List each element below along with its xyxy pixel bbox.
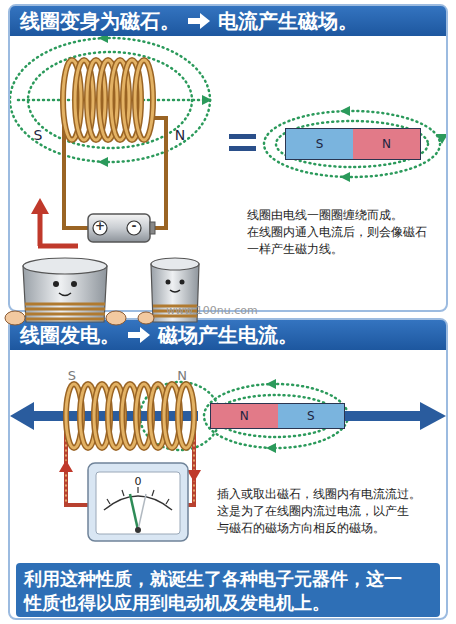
pole-letter: N: [353, 129, 420, 159]
meter-pivot: [135, 527, 141, 533]
field-line: [140, 382, 220, 450]
battery-terminal: [150, 222, 155, 234]
meter-needle: [130, 494, 138, 530]
field-arrow: [340, 106, 350, 116]
pole-label: S: [28, 127, 48, 143]
panel-text: 线圈由电线一圈圈缠绕而成。 在线圈内通入电流后，则会像磁石 一样产生磁力线。: [247, 207, 442, 258]
field-arrow: [340, 172, 350, 182]
current-arrow-head: [59, 460, 73, 472]
header-arrow-shape: [128, 327, 150, 343]
field-arrow: [202, 95, 212, 105]
meter-needle-trace: [138, 494, 146, 530]
coil: [66, 384, 194, 448]
panel-text: 插入或取出磁石，线圈内有电流流过。 这是为了在线圈内流过电流，以产生 与磁石的磁…: [217, 486, 439, 537]
mascot-mouth: [170, 290, 180, 292]
header-arrow: [186, 12, 212, 30]
motion-arrow-head: [10, 402, 34, 430]
mascot-eye: [166, 280, 171, 285]
pole-label: S: [62, 368, 82, 383]
field-arrow: [266, 443, 276, 453]
battery-sign: +: [93, 219, 107, 233]
header-arrow: [126, 326, 152, 344]
current-arrow-head: [31, 198, 49, 214]
motion-arrow: [345, 411, 423, 421]
mascot-can-top: [151, 258, 199, 270]
pole-letter: S: [286, 129, 353, 159]
meter-ticks: [107, 487, 169, 504]
summary-text: 利用这种性质，就诞生了各种电子元器件，这一 性质也得以应用到电动机及发电机上。: [24, 567, 432, 615]
meter-body: [88, 463, 188, 541]
battery-sign: -: [127, 219, 141, 233]
field-line: [204, 384, 348, 448]
coil-loop: [178, 384, 194, 448]
coil-loop: [178, 384, 194, 448]
header-text: 磁场产生电流。: [158, 322, 298, 349]
mascot-eye: [71, 281, 77, 287]
mascot-hand: [5, 311, 25, 325]
galvanometer: 0: [88, 463, 188, 541]
field-line: [276, 121, 428, 167]
equals-sign: [229, 146, 256, 151]
mascot-mouth: [59, 293, 71, 296]
coil-loop: [135, 60, 153, 140]
watermark: www.100nu.com: [137, 304, 287, 317]
info-panel: 线圈由电线一圈圈缠绕而成。 在线圈内通入电流后，则会像磁石 一样产生磁力线。 线圈…: [8, 4, 448, 312]
field-arrows: [98, 33, 448, 182]
mascot-coil: [25, 304, 105, 319]
header-text: 线圈发电。: [20, 322, 120, 349]
equals-sign: [229, 134, 256, 139]
pole-letter: N: [211, 404, 278, 428]
header-band: 线圈发电。 磁场产生电流。: [10, 320, 446, 350]
motion-arrow-head: [420, 402, 446, 430]
field-arrow: [266, 379, 276, 389]
coil: [63, 60, 153, 140]
bar-magnet: SN: [285, 128, 421, 160]
field-lines: [10, 38, 440, 177]
header-arrow-shape: [188, 13, 210, 29]
pole-label: N: [172, 368, 192, 383]
header-text: 线圈变身为磁石。: [20, 8, 180, 35]
mascot-can: [23, 266, 107, 322]
pole-letter: S: [278, 404, 345, 428]
coil-lead: [150, 118, 166, 228]
field-arrow: [98, 157, 108, 167]
pole-label: N: [170, 127, 190, 143]
mascot-can-top: [23, 258, 107, 274]
field-line: [264, 111, 440, 177]
meter-zero: 0: [88, 475, 188, 488]
bar-magnet: NS: [210, 403, 345, 429]
field-line: [10, 38, 210, 162]
header-band: 线圈变身为磁石。 电流产生磁场。: [10, 6, 446, 36]
mascot-hand: [138, 312, 154, 324]
coil-loop: [135, 60, 153, 140]
mascot-eye: [180, 280, 185, 285]
motion-arrow: [30, 411, 198, 421]
meter-scale: [104, 496, 172, 510]
info-panel: 插入或取出磁石，线圈内有电流流过。 这是为了在线圈内流过电流，以产生 与磁石的磁…: [8, 318, 448, 620]
mascot-eye: [53, 281, 59, 287]
header-text: 电流产生磁场。: [218, 8, 358, 35]
summary-band: 利用这种性质，就诞生了各种电子元器件，这一 性质也得以应用到电动机及发电机上。: [16, 563, 440, 617]
current-arrow-head: [187, 470, 201, 482]
current-arrow: [38, 212, 78, 246]
battery: [88, 214, 150, 242]
mascot-hand: [106, 311, 126, 325]
